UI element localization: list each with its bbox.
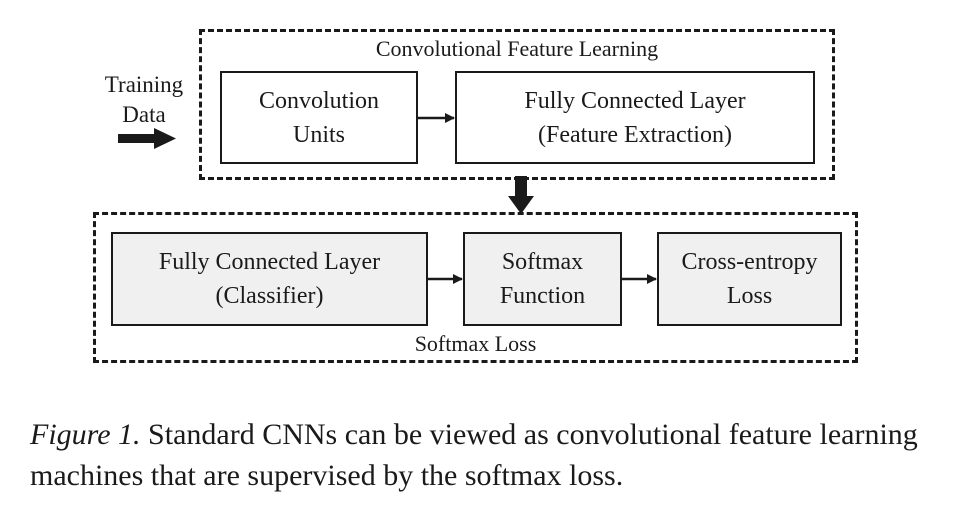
softmax-loss-label: Softmax Loss bbox=[414, 331, 537, 356]
node-line: Units bbox=[292, 121, 345, 148]
training-data-line-2: Data bbox=[122, 102, 166, 127]
softmax-function-node: Softmax Function bbox=[463, 232, 622, 326]
training-data-line-1: Training bbox=[104, 72, 184, 97]
node-line: Softmax bbox=[501, 249, 584, 275]
node-line: Loss bbox=[726, 283, 773, 309]
fc-classifier-node: Fully Connected Layer (Classifier) bbox=[111, 232, 428, 326]
node-line: Fully Connected Layer bbox=[158, 249, 381, 275]
node-line: Cross-entropy bbox=[681, 249, 818, 275]
node-line: (Classifier) bbox=[215, 283, 324, 309]
arrow-feature-to-loss bbox=[508, 176, 534, 214]
figure-caption: Figure 1. Standard CNNs can be viewed as… bbox=[30, 414, 950, 496]
feature-learning-label: Convolutional Feature Learning bbox=[375, 36, 659, 61]
node-line: Fully Connected Layer bbox=[524, 87, 746, 114]
feature-learning-group bbox=[199, 29, 835, 180]
caption-text: Standard CNNs can be viewed as convoluti… bbox=[30, 418, 918, 492]
node-line: (Feature Extraction) bbox=[538, 121, 732, 148]
figure-number: Figure 1. bbox=[30, 418, 141, 451]
softmax-loss-group bbox=[93, 212, 858, 363]
fc-feature-extraction-node: Fully Connected Layer (Feature Extractio… bbox=[455, 71, 815, 164]
training-data-arrow bbox=[118, 128, 176, 149]
cross-entropy-loss-node: Cross-entropy Loss bbox=[657, 232, 842, 326]
node-line: Function bbox=[499, 283, 586, 309]
training-data-label: Training Data bbox=[92, 70, 196, 130]
convolution-units-node: Convolution Units bbox=[220, 71, 418, 164]
node-line: Convolution bbox=[258, 87, 379, 114]
